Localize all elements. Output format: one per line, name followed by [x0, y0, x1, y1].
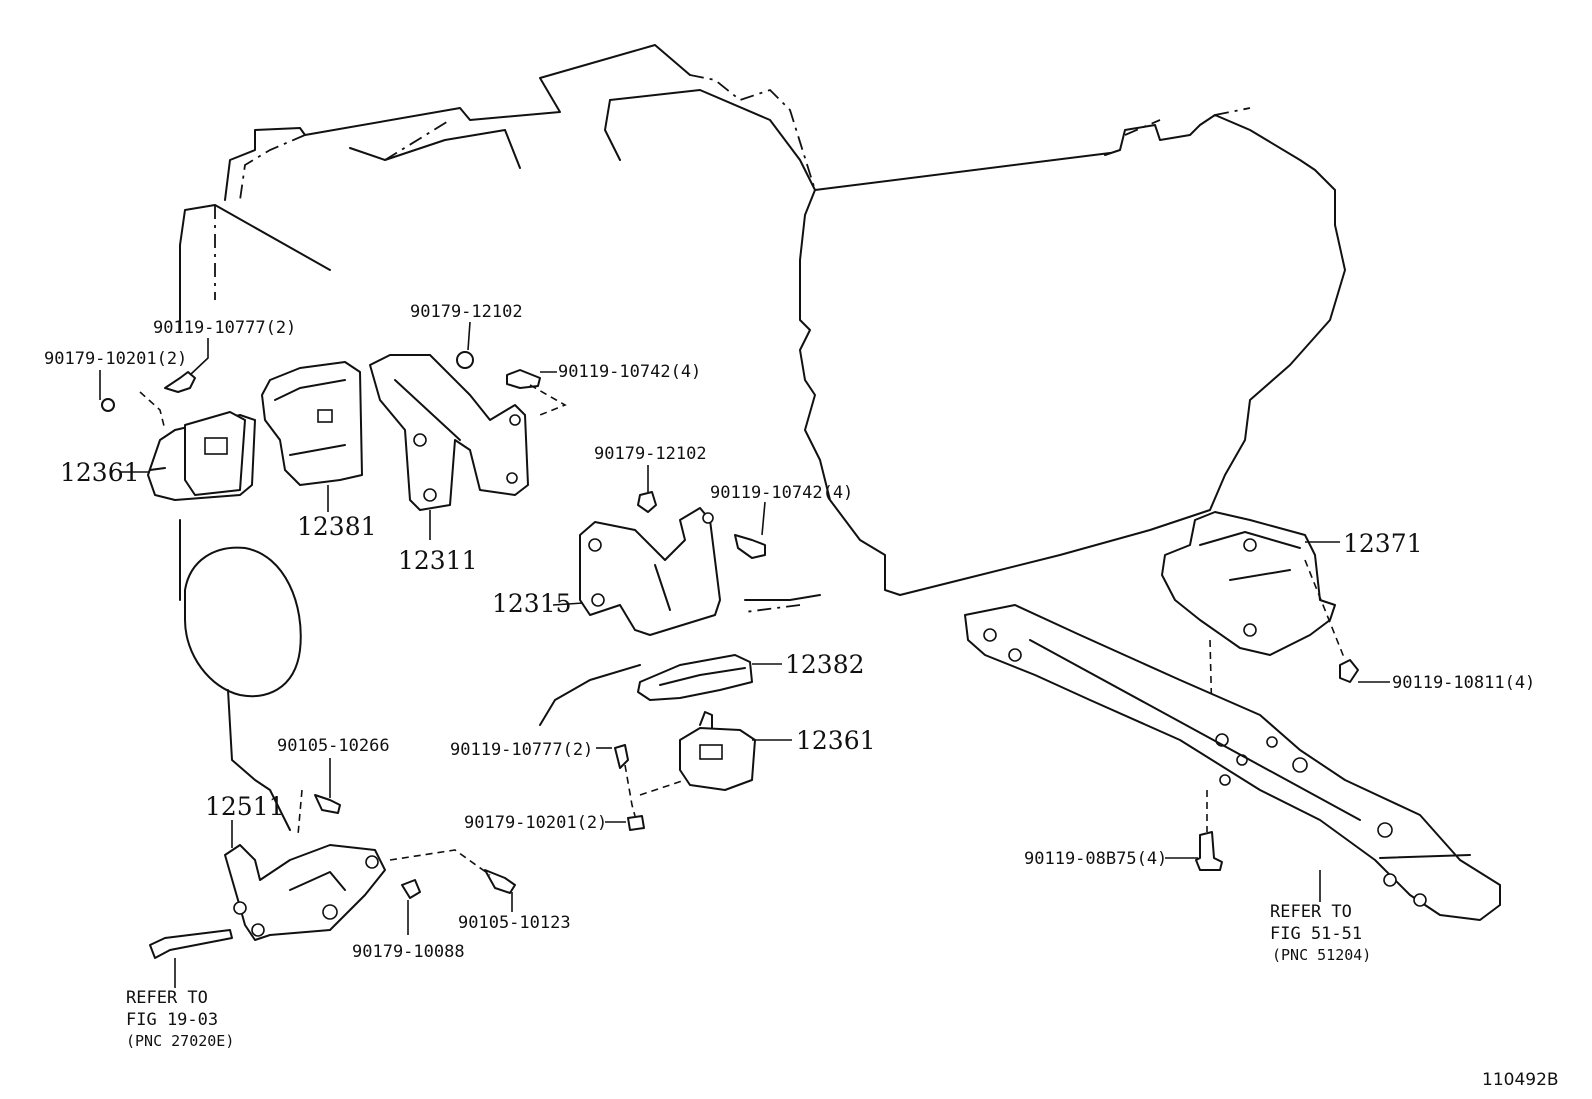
- leader-lines: [99, 321, 1390, 988]
- reference-right-line1: REFER TO: [1270, 902, 1352, 922]
- engine-mount-stopper-12382: [637, 654, 753, 701]
- figure-id: 110492B: [1482, 1070, 1559, 1090]
- reference-left-line2: FIG 19-03: [126, 1010, 218, 1030]
- callout-90119-10777-top: 90119-10777(2): [153, 318, 296, 338]
- engine-block-outline: [179, 44, 1346, 613]
- callout-90179-10088: 90179-10088: [352, 942, 465, 962]
- callout-90119-10777-mid: 90119-10777(2): [450, 740, 593, 760]
- callout-90179-10201-top: 90179-10201(2): [44, 349, 187, 369]
- reference-note-right: REFER TO FIG 51-51 (PNC 51204): [1270, 902, 1371, 964]
- crank-pulley-outline: [179, 519, 302, 831]
- callout-90119-10742-mid: 90119-10742(4): [710, 483, 853, 503]
- engine-mount-insulator-left: [139, 391, 256, 501]
- engine-mount-bracket-12311: [369, 354, 529, 511]
- reference-left-line1: REFER TO: [126, 988, 208, 1008]
- callout-12361-left: 12361: [60, 458, 140, 487]
- callout-90179-10201-mid: 90179-10201(2): [464, 813, 607, 833]
- callout-12382: 12382: [785, 650, 865, 679]
- crossmember: [964, 604, 1501, 921]
- reference-left-line3: (PNC 27020E): [126, 1032, 234, 1050]
- callout-90119-10742-top: 90119-10742(4): [558, 362, 701, 382]
- callout-90179-12102-top: 90179-12102: [410, 302, 523, 322]
- reference-note-left: REFER TO FIG 19-03 (PNC 27020E): [126, 988, 234, 1050]
- bracket-assembly-12511: [149, 789, 516, 959]
- engine-mount-stopper-12381: [261, 361, 363, 486]
- callout-90105-10266: 90105-10266: [277, 736, 390, 756]
- callout-12311: 12311: [398, 546, 478, 575]
- callout-90105-10123: 90105-10123: [458, 913, 571, 933]
- engine-mount-insulator-right: [539, 664, 756, 831]
- callout-12315: 12315: [492, 589, 572, 618]
- callout-12381: 12381: [297, 512, 377, 541]
- callout-90179-12102-mid: 90179-12102: [594, 444, 707, 464]
- reference-right-line3: (PNC 51204): [1272, 946, 1371, 964]
- callout-12511: 12511: [205, 792, 285, 821]
- fasteners-left: [101, 351, 567, 416]
- callout-12371: 12371: [1343, 529, 1423, 558]
- callout-90119-08B75: 90119-08B75(4): [1024, 849, 1167, 869]
- callout-90119-10811: 90119-10811(4): [1392, 673, 1535, 693]
- callout-12361-right: 12361: [796, 726, 876, 755]
- reference-right-line2: FIG 51-51: [1270, 924, 1362, 944]
- engine-mount-bracket-12315: [579, 491, 766, 636]
